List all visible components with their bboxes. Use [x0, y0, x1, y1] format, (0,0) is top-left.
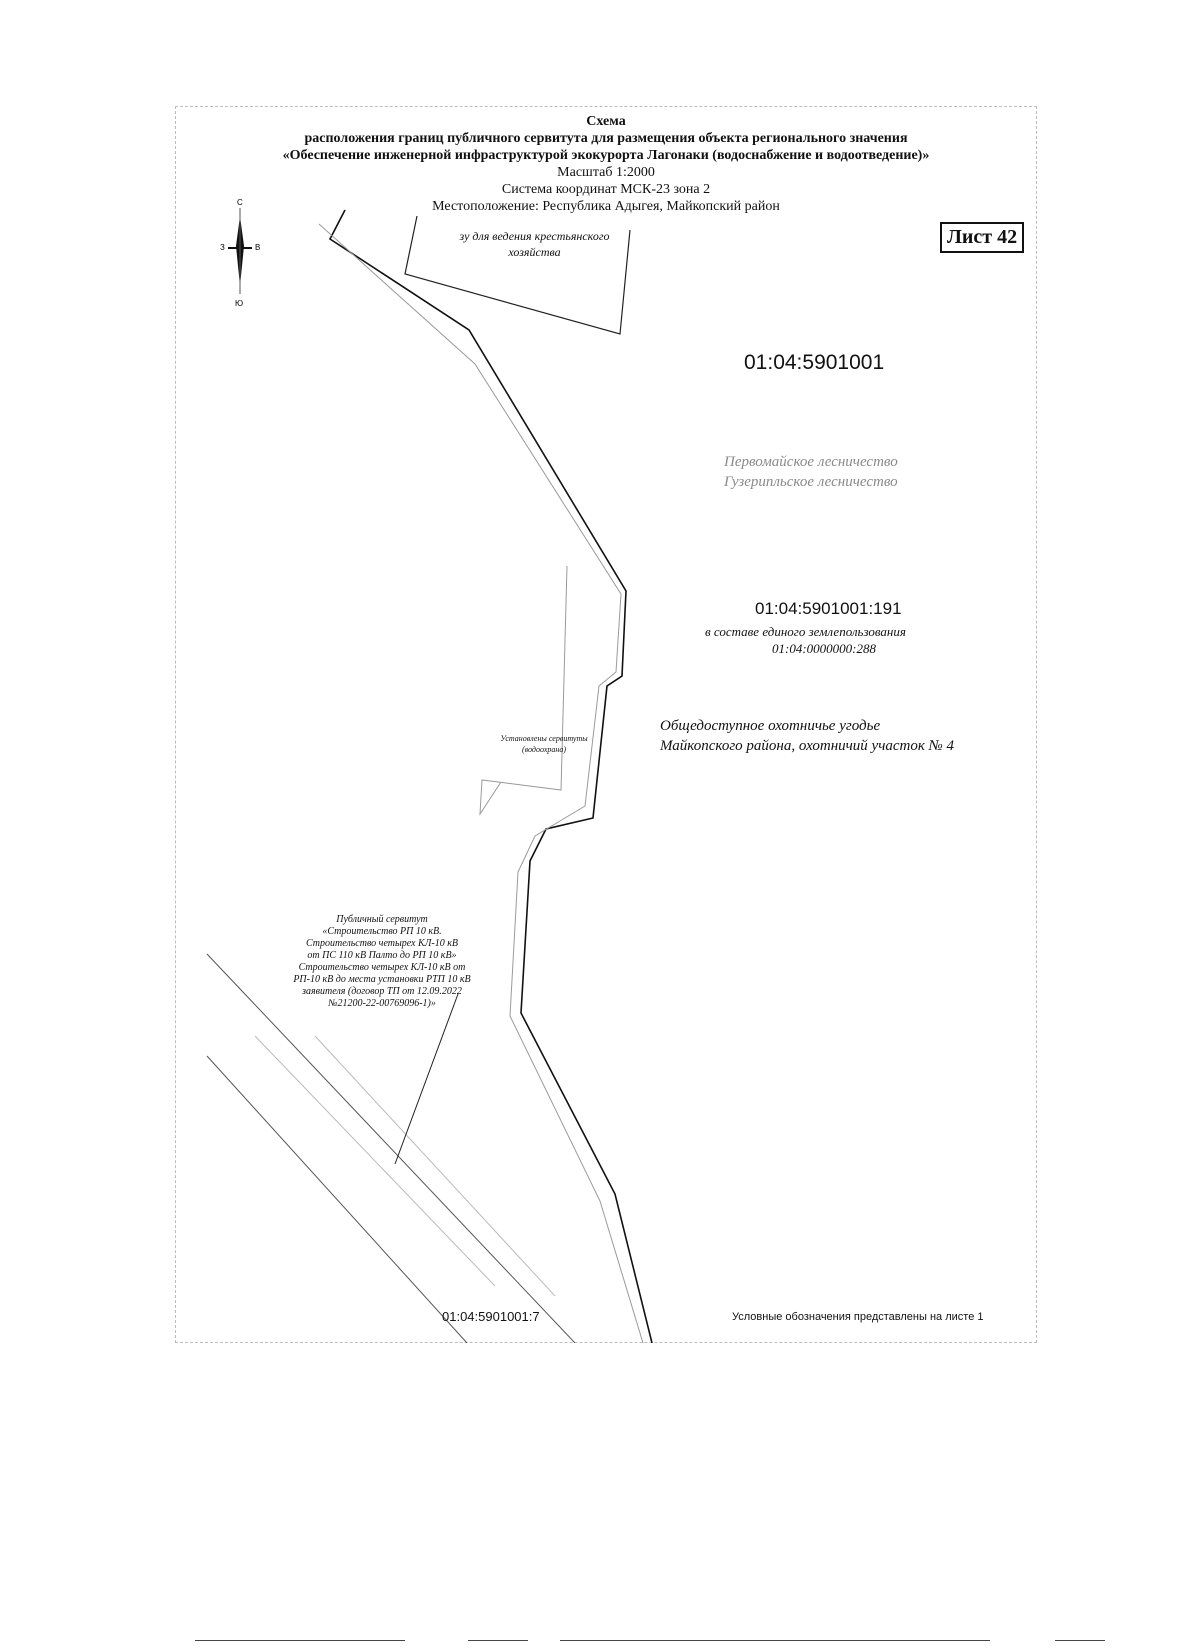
- main-parcel-note-2: 01:04:0000000:288: [772, 641, 876, 656]
- compass-south-label: Ю: [235, 299, 243, 308]
- road-line-3: [254, 1035, 496, 1287]
- compass-west-label: З: [220, 243, 225, 252]
- location-text: Местоположение: Республика Адыгея, Майко…: [432, 199, 780, 214]
- farm-parcel-boundary: [404, 215, 631, 335]
- small-area-label: Установлены сервитуты (водоохрана): [500, 734, 588, 754]
- servitude-label: Публичный сервитут «Строительство РП 10 …: [262, 914, 502, 1010]
- scan-artifact-line: [1055, 1640, 1105, 1641]
- hunting-label-1: Общедоступное охотничье угодье: [660, 718, 881, 734]
- map-header: Схема расположения границ публичного сер…: [175, 113, 1037, 215]
- coord-system-text: Система координат МСК-23 зона 2: [501, 182, 711, 197]
- hunting-label-2: Майкопского района, охотничий участок № …: [660, 738, 955, 754]
- road-line-1: [206, 953, 576, 1343]
- servitude-line: Строительство четырех КЛ-10 кВ от: [298, 962, 466, 973]
- map-frame: [175, 106, 1037, 1343]
- servitude-line: Публичный сервитут: [336, 914, 428, 925]
- servitude-leader-line: [394, 993, 459, 1165]
- map-title: Схема: [586, 114, 626, 129]
- scan-artifact-line: [468, 1640, 528, 1641]
- legend-note: Условные обозначения представлены на лис…: [732, 1311, 984, 1323]
- servitude-line: заявителя (договор ТП от 12.09.2022: [302, 986, 462, 997]
- quarter-number: 01:04:5901001: [744, 351, 885, 374]
- sheet-number: Лист 42: [940, 222, 1025, 253]
- road-line-2: [206, 1055, 468, 1343]
- map-subtitle: расположения границ публичного сервитута…: [304, 131, 908, 146]
- main-parcel-number: 01:04:5901001:191: [755, 599, 902, 618]
- farm-label: зу для ведения крестьянского хозяйства: [459, 229, 610, 259]
- object-name: «Обеспечение инженерной инфраструктурой …: [282, 148, 930, 163]
- small-area-boundary: [479, 565, 568, 816]
- bottom-parcel-number: 01:04:5901001:7: [442, 1309, 540, 1324]
- servitude-line: Строительство четырех КЛ-10 кВ: [305, 938, 459, 949]
- north-arrow-icon: [228, 208, 252, 294]
- servitude-boundary-main: [328, 209, 653, 1343]
- road-line-4: [314, 1035, 556, 1297]
- forestry-label-1: Первомайское лесничество: [724, 454, 898, 470]
- servitude-boundary-parallel: [318, 223, 644, 1343]
- servitude-line: «Строительство РП 10 кВ.: [322, 926, 442, 937]
- servitude-line: от ПС 110 кВ Палто до РП 10 кВ»: [307, 950, 457, 961]
- scan-artifact-line: [195, 1640, 405, 1641]
- servitude-line: РП-10 кВ до места установки РТП 10 кВ: [293, 974, 471, 985]
- compass-north-label: С: [237, 198, 243, 207]
- scale-text: Масштаб 1:2000: [557, 165, 655, 180]
- forestry-label-2: Гузерипльское лесничество: [724, 474, 898, 490]
- boundary-map: С Ю З В: [206, 198, 653, 1343]
- compass-east-label: В: [255, 243, 260, 252]
- scan-artifact-line: [560, 1640, 990, 1641]
- main-parcel-note-1: в составе единого землепользования: [705, 624, 906, 639]
- servitude-line: №21200-22-00769096-1)»: [328, 998, 436, 1009]
